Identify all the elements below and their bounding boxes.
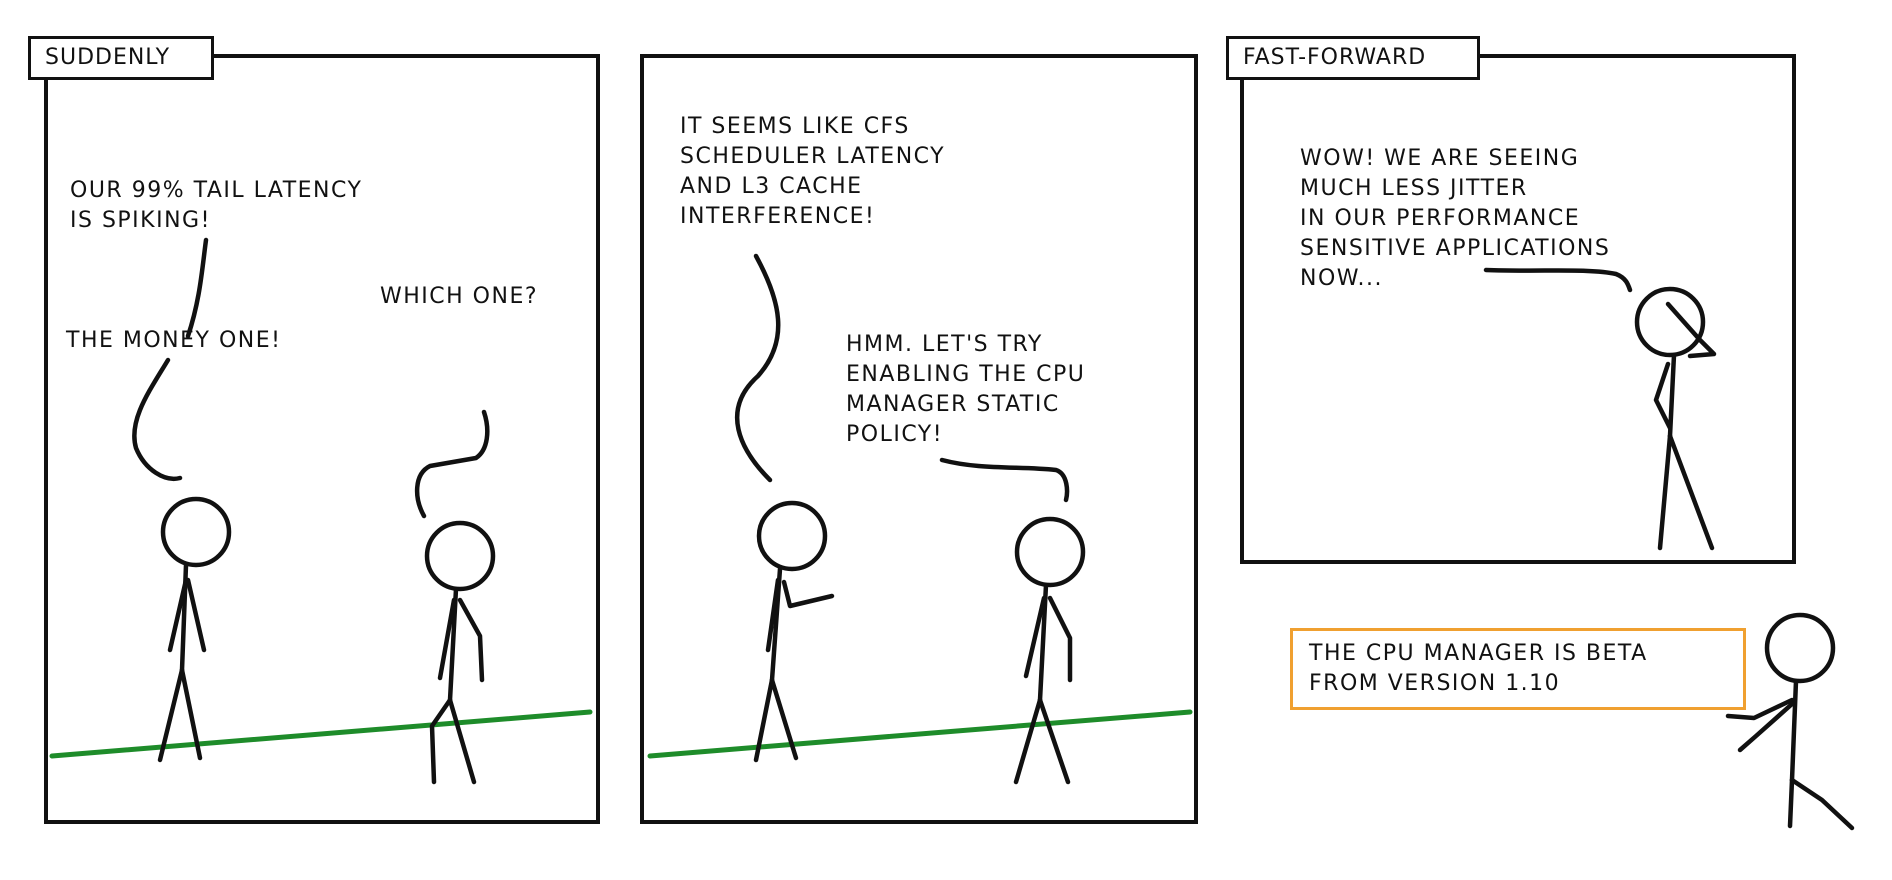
stick-figure xyxy=(1725,612,1855,831)
speech-line: AND L3 CACHE xyxy=(680,174,863,199)
speech-line: OUR 99% TAIL LATENCY xyxy=(70,178,363,203)
panel-1-caption-text: SUDDENLY xyxy=(45,45,171,70)
speech-line: INTERFERENCE! xyxy=(680,204,876,229)
speech-tail xyxy=(132,357,183,481)
speech-tail xyxy=(734,253,781,483)
speech-tail xyxy=(185,237,209,339)
panel-3 xyxy=(1240,54,1796,564)
ground-line-panel-2 xyxy=(647,709,1193,759)
note-line: FROM VERSION 1.10 xyxy=(1309,671,1561,696)
speech-line: WHICH ONE? xyxy=(380,284,539,309)
speech-line: SCHEDULER LATENCY xyxy=(680,144,946,169)
panel-1-speech-1: OUR 99% TAIL LATENCY IS SPIKING! xyxy=(70,176,362,236)
panel-1-speech-2: WHICH ONE? xyxy=(380,282,538,312)
panel-3-caption-text: FAST-FORWARD xyxy=(1243,45,1427,70)
panel-1-caption: SUDDENLY xyxy=(28,36,214,80)
stick-figure xyxy=(157,496,232,763)
panel-1-speech-3: THE MONEY ONE! xyxy=(66,326,281,356)
speech-line: IT SEEMS LIKE CFS xyxy=(680,114,910,139)
panel-3-caption: FAST-FORWARD xyxy=(1226,36,1480,80)
speech-line: HMM. LET'S TRY xyxy=(846,332,1043,357)
speech-line: MUCH LESS JITTER xyxy=(1300,176,1528,201)
speech-line: IN OUR PERFORMANCE xyxy=(1300,206,1581,231)
stick-figure xyxy=(1013,516,1086,785)
stick-figure xyxy=(424,520,496,785)
panel-1 xyxy=(44,54,600,824)
beta-note: THE CPU MANAGER IS BETA FROM VERSION 1.1… xyxy=(1290,628,1746,710)
speech-line: SENSITIVE APPLICATIONS xyxy=(1300,236,1611,261)
panel-3-speech-1: WOW! WE ARE SEEING MUCH LESS JITTER IN O… xyxy=(1300,144,1610,294)
speech-tail xyxy=(939,457,1070,503)
speech-line: NOW... xyxy=(1300,266,1383,291)
panel-2-speech-1: IT SEEMS LIKE CFS SCHEDULER LATENCY AND … xyxy=(680,112,945,232)
speech-line: ENABLING THE CPU xyxy=(846,362,1086,387)
speech-line: THE MONEY ONE! xyxy=(66,328,282,353)
stick-figure xyxy=(753,500,835,763)
panel-2-speech-2: HMM. LET'S TRY ENABLING THE CPU MANAGER … xyxy=(846,330,1085,450)
stick-figure xyxy=(1634,286,1717,551)
ground-line-panel-1 xyxy=(49,709,593,759)
speech-line: POLICY! xyxy=(846,422,944,447)
speech-line: WOW! WE ARE SEEING xyxy=(1300,146,1580,171)
speech-tail xyxy=(415,409,490,519)
panel-2 xyxy=(640,54,1198,824)
speech-line: MANAGER STATIC xyxy=(846,392,1060,417)
note-line: THE CPU MANAGER IS BETA xyxy=(1309,641,1648,666)
speech-line: IS SPIKING! xyxy=(70,208,211,233)
speech-tail xyxy=(1483,267,1633,293)
